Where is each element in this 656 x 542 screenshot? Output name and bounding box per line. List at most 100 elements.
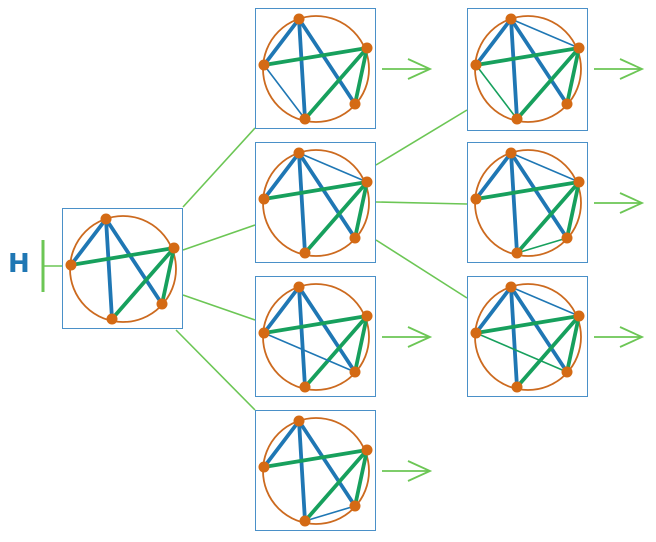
added-edge-g1-0 <box>510 18 580 49</box>
vertex-c4-bottom <box>299 515 311 527</box>
vertex-c1-bottom <box>299 113 311 125</box>
vertex-c3-top <box>293 281 305 293</box>
edge-g2-3 <box>474 180 581 201</box>
edge-g1-2 <box>509 17 569 106</box>
graph-box-g1 <box>467 8 588 131</box>
edge-root-5 <box>160 246 176 306</box>
edge-g2-1 <box>509 151 519 255</box>
edge-g1-5 <box>565 46 581 106</box>
edge-c2-4 <box>303 180 369 255</box>
edge-c4-2 <box>297 419 357 508</box>
vertex-c4-top <box>293 415 305 427</box>
vertex-g3-top <box>505 281 517 293</box>
edge-c3-2 <box>297 285 357 374</box>
vertex-c2-top <box>293 147 305 159</box>
root-label: H <box>8 249 30 279</box>
edge-root-1 <box>104 217 114 321</box>
edge-c3-1 <box>297 285 307 389</box>
edge-c2-3 <box>262 180 369 201</box>
edge-g1-4 <box>515 46 581 121</box>
connector-root-c2 <box>182 224 256 251</box>
connector-root-c1 <box>182 127 256 208</box>
edge-root-4 <box>110 246 176 321</box>
vertex-g3-lower-right <box>561 366 573 378</box>
vertex-c2-lower-right <box>349 232 361 244</box>
edge-g3-4 <box>515 314 581 389</box>
vertex-root-left <box>65 259 77 271</box>
vertex-c1-lower-right <box>349 98 361 110</box>
vertex-c1-top <box>293 13 305 25</box>
connector-c2-g1 <box>375 109 468 166</box>
edge-c4-4 <box>303 448 369 523</box>
added-edge-c3-0 <box>263 332 356 373</box>
added-edge-c2-0 <box>298 152 368 183</box>
vertex-g2-bottom <box>511 247 523 259</box>
vertex-root-top <box>100 213 112 225</box>
edge-c3-4 <box>303 314 369 389</box>
added-edge-g1-1 <box>475 64 518 120</box>
edge-c1-4 <box>303 46 369 121</box>
edge-c4-5 <box>353 448 369 508</box>
vertex-g3-left <box>470 327 482 339</box>
added-edge-g3-0 <box>510 286 580 317</box>
arrow-icon-c1 <box>407 58 433 80</box>
edge-c1-1 <box>297 17 307 121</box>
vertex-c4-right <box>361 444 373 456</box>
added-edge-c4-0 <box>304 505 356 522</box>
edge-root-3 <box>69 246 176 267</box>
edge-c4-1 <box>297 419 307 523</box>
edge-c2-1 <box>297 151 307 255</box>
arrow-icon-c4 <box>407 460 433 482</box>
edge-g2-0 <box>474 151 513 201</box>
vertex-root-right <box>168 242 180 254</box>
edge-g2-5 <box>565 180 581 240</box>
vertex-c3-right <box>361 310 373 322</box>
edge-c1-5 <box>353 46 369 106</box>
edge-c1-2 <box>297 17 357 106</box>
arrow-icon-c3 <box>407 326 433 348</box>
edge-root-2 <box>104 217 164 306</box>
vertex-g1-right <box>573 42 585 54</box>
vertex-g3-right <box>573 310 585 322</box>
vertex-c2-left <box>258 193 270 205</box>
connector-c2-g2 <box>375 201 468 205</box>
vertex-root-lower-right <box>156 298 168 310</box>
edge-g2-2 <box>509 151 569 240</box>
vertex-c1-left <box>258 59 270 71</box>
connector-root-c3 <box>182 294 256 321</box>
edge-g2-4 <box>515 180 581 255</box>
vertex-c4-left <box>258 461 270 473</box>
connector-root-c4 <box>175 329 256 411</box>
edge-g3-1 <box>509 285 519 389</box>
edge-c2-0 <box>262 151 301 201</box>
vertex-g1-bottom <box>511 113 523 125</box>
connector-c2-g3 <box>375 239 468 299</box>
edge-c4-0 <box>262 419 301 469</box>
edge-g1-1 <box>509 17 519 121</box>
edge-c1-0 <box>262 17 301 67</box>
vertex-g3-bottom <box>511 381 523 393</box>
vertex-g2-top <box>505 147 517 159</box>
vertex-c2-bottom <box>299 247 311 259</box>
added-edge-g2-0 <box>510 152 580 183</box>
graph-box-c4 <box>255 410 376 531</box>
edge-c1-3 <box>262 46 369 67</box>
arrow-icon-g2 <box>619 192 645 214</box>
edge-g1-3 <box>474 46 581 67</box>
vertex-c3-bottom <box>299 381 311 393</box>
vertex-g1-top <box>505 13 517 25</box>
edge-c3-5 <box>353 314 369 374</box>
vertex-c4-lower-right <box>349 500 361 512</box>
added-edge-g3-1 <box>475 332 568 373</box>
edge-c2-5 <box>353 180 369 240</box>
edge-c2-2 <box>297 151 357 240</box>
edge-g3-5 <box>565 314 581 374</box>
added-edge-g2-1 <box>516 237 568 254</box>
edge-g3-0 <box>474 285 513 335</box>
edge-c3-3 <box>262 314 369 335</box>
edge-c4-3 <box>262 448 369 469</box>
edge-g3-3 <box>474 314 581 335</box>
edge-root-0 <box>69 217 108 267</box>
edge-c3-0 <box>262 285 301 335</box>
